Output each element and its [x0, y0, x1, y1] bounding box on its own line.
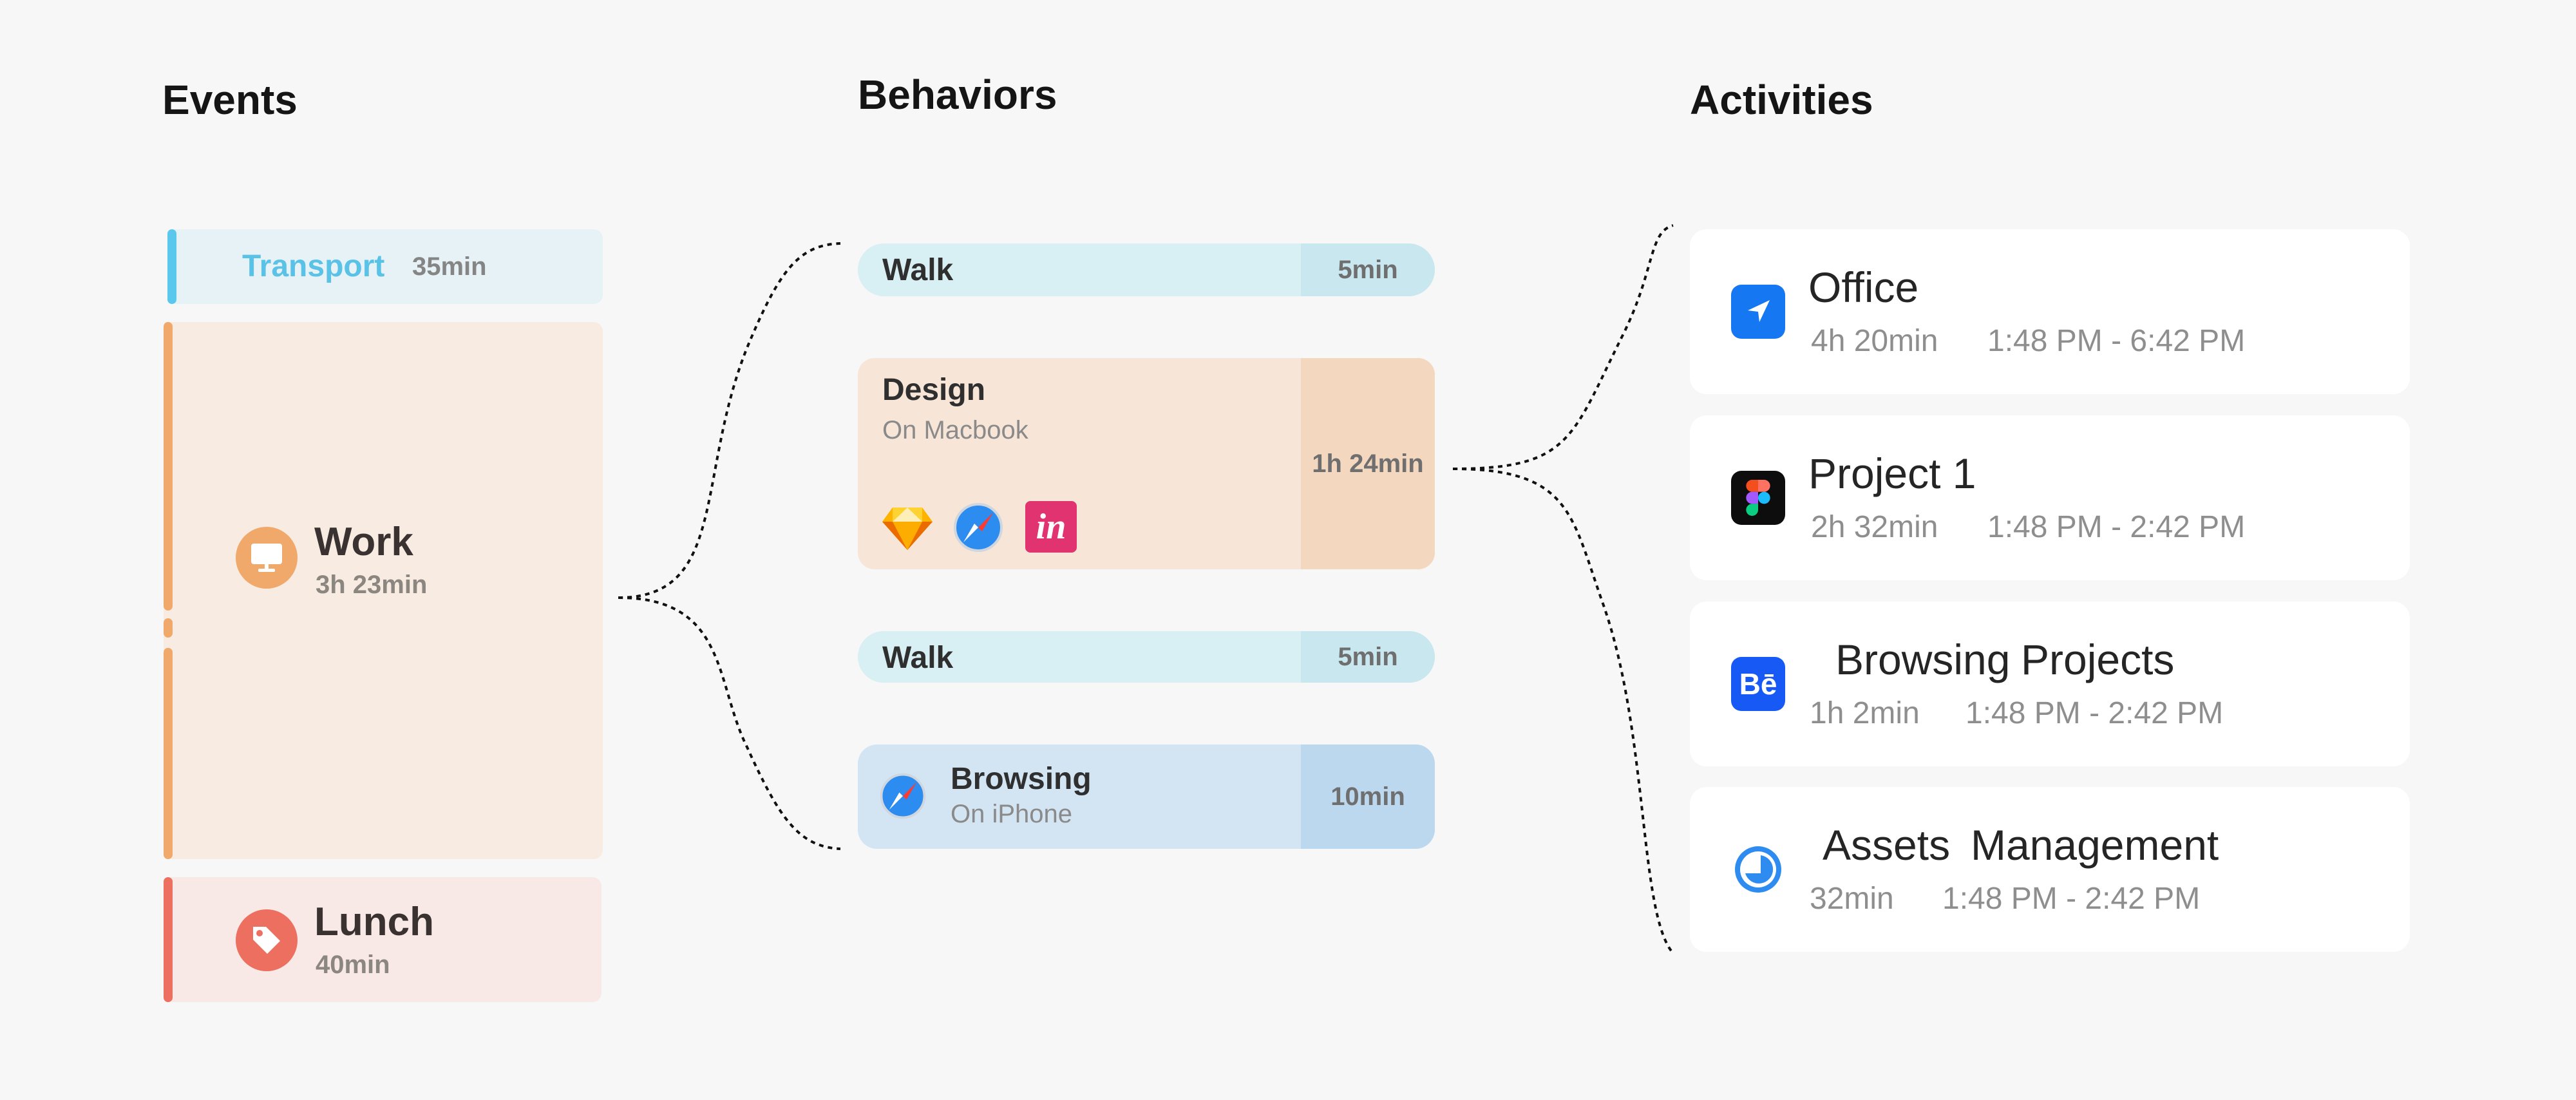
location-arrow-icon [1731, 285, 1785, 339]
activity-title-part-1: Browsing [1835, 636, 2011, 683]
activity-duration: 1h 2min [1810, 696, 1920, 730]
activity-time-range: 1:48 PM - 6:42 PM [1987, 324, 2246, 358]
monitor-icon [236, 527, 298, 589]
activity-duration: 2h 32min [1811, 510, 1938, 544]
activity-time-range: 1:48 PM - 2:42 PM [1965, 696, 2224, 730]
sketch-icon [881, 501, 934, 554]
behavior-design-sub: On Macbook [882, 416, 1028, 444]
event-work-label: Work [314, 520, 413, 564]
event-transport-label: Transport [242, 249, 385, 283]
behavior-browsing-label: Browsing [951, 762, 1092, 796]
events-column-title: Events [162, 77, 298, 123]
behavior-walk-1-label: Walk [882, 253, 954, 287]
activity-duration: 32min [1810, 882, 1894, 916]
behavior-design-label: Design [882, 373, 986, 407]
safari-icon [878, 772, 927, 820]
activity-title-part-2: Management [1971, 821, 2219, 869]
behavior-walk-1-duration: 5min [1301, 243, 1435, 296]
behavior-design[interactable]: Design On Macbook 1h 24min in [858, 358, 1435, 569]
safari-icon [952, 501, 1005, 554]
event-work-block [164, 322, 603, 859]
activity-title: Office [1808, 263, 1919, 311]
behavior-design-duration: 1h 24min [1301, 358, 1435, 569]
event-work-duration: 3h 23min [316, 571, 428, 599]
behavior-browsing-duration: 10min [1301, 744, 1435, 849]
activity-card-browsing-projects[interactable]: Bē Browsing Projects 1h 2min 1:48 PM - 2… [1690, 602, 2410, 766]
activity-title: Project 1 [1808, 450, 1976, 497]
event-transport-bar [167, 229, 176, 304]
event-lunch-label: Lunch [314, 900, 434, 944]
tag-icon [236, 909, 298, 971]
activity-title-part-2: Projects [2021, 636, 2175, 683]
behance-icon: Bē [1731, 657, 1785, 711]
behavior-browsing-sub: On iPhone [951, 800, 1073, 828]
event-lunch-bar [164, 877, 173, 1002]
connector-work-to-browsing [618, 596, 841, 850]
event-work-bar-bottom [164, 648, 173, 859]
activity-card-office[interactable]: Office 4h 20min 1:48 PM - 6:42 PM [1690, 229, 2410, 394]
event-lunch-duration: 40min [316, 951, 390, 979]
event-work-bar-top [164, 322, 173, 611]
event-transport-duration: 35min [412, 252, 487, 281]
connector-design-to-assets [1452, 468, 1674, 954]
event-work-bar-mid [164, 618, 173, 638]
activity-time-range: 1:48 PM - 2:42 PM [1942, 882, 2201, 916]
behavior-browsing[interactable]: Browsing On iPhone 10min [858, 744, 1435, 849]
event-transport-block [167, 229, 603, 304]
activity-card-assets-management[interactable]: Assets Management 32min 1:48 PM - 2:42 P… [1690, 787, 2410, 952]
activities-column-title: Activities [1690, 77, 1873, 123]
activity-duration: 4h 20min [1811, 324, 1938, 358]
pie-chart-icon [1731, 842, 1785, 896]
activity-card-project-1[interactable]: Project 1 2h 32min 1:48 PM - 2:42 PM [1690, 415, 2410, 580]
connector-work-to-walk [618, 242, 841, 599]
behavior-walk-2-duration: 5min [1301, 631, 1435, 683]
invision-icon: in [1025, 501, 1077, 553]
activity-time-range: 1:48 PM - 2:42 PM [1987, 510, 2246, 544]
activity-title-part-1: Assets [1823, 821, 1951, 869]
behavior-walk-2[interactable]: Walk 5min [858, 631, 1435, 683]
figma-icon [1731, 471, 1785, 525]
connector-design-to-office [1452, 224, 1674, 470]
behavior-walk-2-label: Walk [882, 641, 954, 675]
behavior-walk-1[interactable]: Walk 5min [858, 243, 1435, 296]
behaviors-column-title: Behaviors [858, 71, 1057, 118]
